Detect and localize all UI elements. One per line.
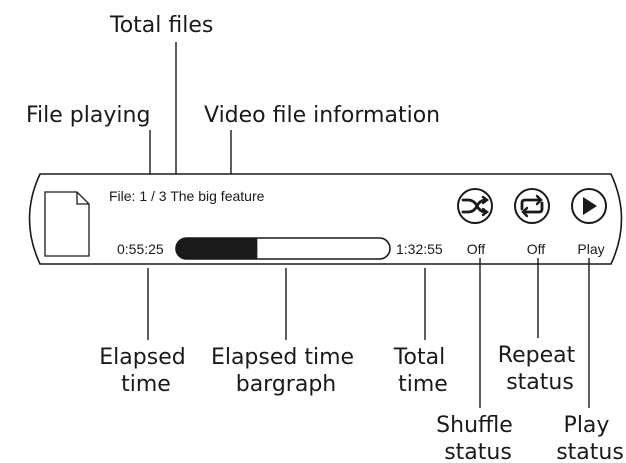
shuffle-status-text: Off <box>467 241 486 257</box>
callout-total-files: Total files <box>109 13 213 38</box>
callout-elapsed-bargraph-line1: Elapsed time <box>211 345 354 370</box>
callout-play-status: Play status <box>556 413 624 463</box>
total-time-text: 1:32:55 <box>396 241 443 257</box>
callout-repeat-status: Repeat status <box>498 343 582 395</box>
callout-elapsed-time: Elapsed time <box>99 345 192 397</box>
callout-repeat-status-line1: Repeat <box>498 343 576 368</box>
bargraph-fill-edge <box>241 238 258 259</box>
file-info-text: File: 1 / 3 The big feature <box>109 188 265 204</box>
callout-shuffle-status: Shuffle status <box>436 413 520 463</box>
shuffle-button[interactable] <box>457 188 493 224</box>
play-button[interactable] <box>571 188 607 224</box>
elapsed-time-text: 0:55:25 <box>117 241 164 257</box>
callout-total-time-line1: Total <box>393 345 445 370</box>
callout-repeat-status-line2: status <box>506 370 574 395</box>
shuffle-icon <box>461 195 489 217</box>
callout-elapsed-bargraph-line2: bargraph <box>236 372 337 397</box>
callout-video-file-information: Video file information <box>204 103 440 128</box>
callout-file-playing: File playing <box>26 103 150 128</box>
callout-total-time-line2: time <box>398 372 448 397</box>
callout-shuffle-status-line2: status <box>444 440 512 463</box>
callout-play-status-line2: status <box>556 440 624 463</box>
play-status-text: Play <box>577 241 604 257</box>
bargraph-fill <box>176 238 258 259</box>
repeat-icon <box>520 194 544 218</box>
callout-elapsed-bargraph: Elapsed time bargraph <box>211 345 361 397</box>
callout-total-time: Total time <box>393 345 452 397</box>
callout-shuffle-status-line1: Shuffle <box>436 413 513 438</box>
callout-play-status-line1: Play <box>564 413 610 438</box>
play-icon <box>583 197 597 215</box>
repeat-status-text: Off <box>527 241 546 257</box>
repeat-button[interactable] <box>514 188 550 224</box>
callout-elapsed-time-line2: time <box>121 372 171 397</box>
callout-elapsed-time-line1: Elapsed <box>99 345 185 370</box>
document-icon <box>44 191 90 257</box>
elapsed-time-bargraph[interactable] <box>175 237 391 260</box>
